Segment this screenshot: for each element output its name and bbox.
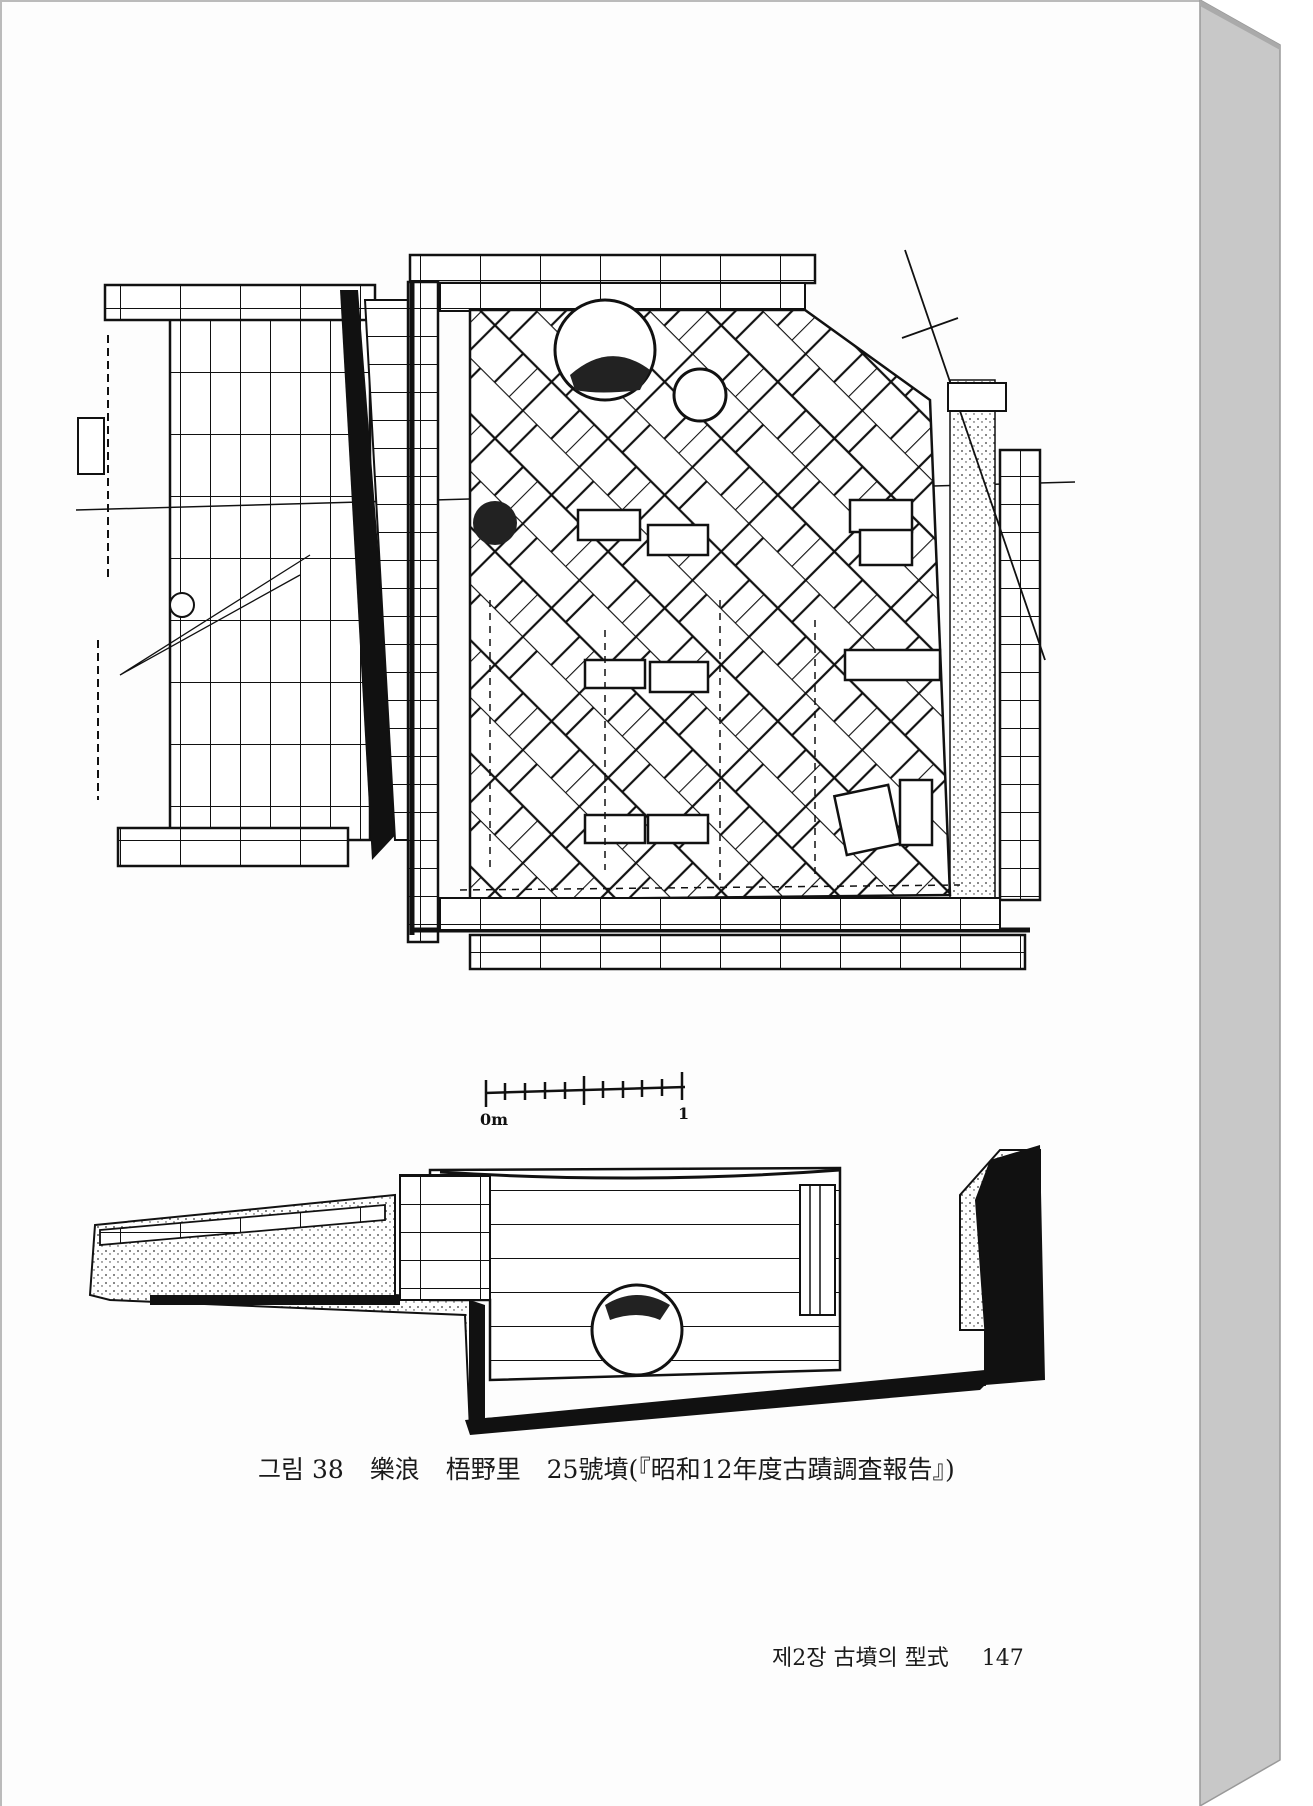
plan-view [75,249,1076,971]
scale-end-label: 1 [678,1104,690,1123]
scale-bar [484,1072,686,1107]
caption-label: 그림 38 [258,1455,344,1484]
tomb-plan-drawing [75,249,1076,1435]
chapter-title: 제2장 古墳의 型式 [772,1646,949,1671]
running-footer: 제2장 古墳의 型式 147 [772,1640,1024,1672]
caption-site: 樂浪 [369,1455,420,1484]
caption-place: 梧野里 [445,1455,521,1484]
caption-title: 25號墳(『昭和12年度古蹟調査報告』) [546,1455,955,1484]
scale-start-label: 0m [480,1110,509,1129]
page-number: 147 [981,1646,1024,1671]
section-view [88,1145,1045,1435]
figure-caption: 그림 38 樂浪 梧野里 25號墳(『昭和12年度古蹟調査報告』) [258,1450,973,1486]
